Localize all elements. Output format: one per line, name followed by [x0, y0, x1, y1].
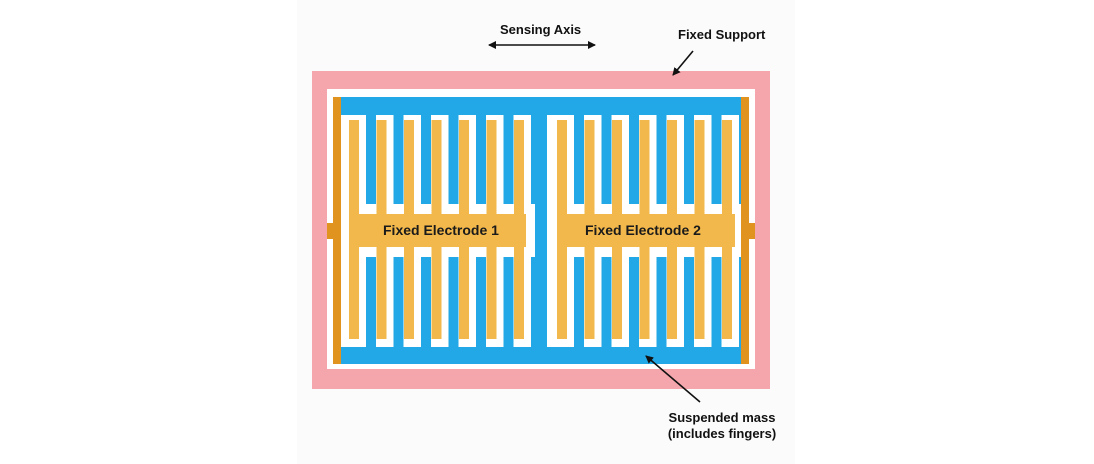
mass-finger-lower [476, 257, 486, 347]
electrode-1-finger-upper [376, 120, 387, 214]
electrode-2-finger-upper [722, 120, 732, 214]
suspended-mass-label: Suspended mass (includes fingers) [660, 410, 784, 442]
left-anchor-bar [333, 97, 341, 364]
electrode-2-finger-lower [557, 247, 567, 339]
electrode-2-finger-lower [612, 247, 622, 339]
mass-finger-lower [366, 257, 376, 347]
mass-finger-upper [448, 115, 459, 204]
mass-finger-lower [393, 257, 404, 347]
electrode-1-finger-lower [431, 247, 442, 339]
mass-finger-upper [656, 115, 667, 204]
electrode-2-finger-upper [557, 120, 567, 214]
suspended-mass-label-line2: (includes fingers) [667, 426, 777, 441]
electrode-2-finger-lower [639, 247, 650, 339]
mass-finger-lower [711, 257, 722, 347]
fixed-support-label: Fixed Support [678, 27, 766, 42]
electrode-1-finger-lower [486, 247, 497, 339]
electrode-1-finger-upper [459, 120, 469, 214]
suspended-mass-pointer [645, 355, 701, 403]
mass-finger-lower [574, 257, 584, 347]
electrode-2-finger-lower [584, 247, 595, 339]
electrode-1-finger-upper [431, 120, 442, 214]
mass-finger-upper [601, 115, 612, 204]
electrode-1-body [349, 214, 526, 247]
electrode-2-finger-lower [722, 247, 732, 339]
mass-finger-upper [531, 115, 541, 204]
left-anchor-tab [327, 223, 335, 239]
finger-group [349, 115, 749, 347]
mass-finger-upper [366, 115, 376, 204]
mass-finger-lower [448, 257, 459, 347]
right-anchor-tab [747, 223, 755, 239]
electrode-2-finger-upper [667, 120, 677, 214]
electrode-1-finger-lower [514, 247, 524, 339]
suspended-mass-label-line1: Suspended mass [668, 410, 776, 425]
fixed-support-pointer [672, 50, 694, 76]
mass-finger-lower [601, 257, 612, 347]
mass-finger-lower [531, 257, 541, 347]
mass-finger-upper [503, 115, 514, 204]
electrode-2-finger-upper [694, 120, 705, 214]
electrode-2-finger-upper [639, 120, 650, 214]
sensing-axis-label: Sensing Axis [500, 22, 582, 37]
mass-finger-lower [684, 257, 694, 347]
mass-finger-upper [711, 115, 722, 204]
mass-finger-upper [684, 115, 694, 204]
fixed-electrode-2-label: Fixed Electrode 2 [585, 222, 701, 238]
mass-finger-lower [421, 257, 431, 347]
electrode-1-finger-lower [349, 247, 359, 339]
right-anchor-bar [741, 97, 749, 364]
electrode-1-finger-lower [404, 247, 414, 339]
mass-finger-upper [476, 115, 486, 204]
mass-finger-upper [393, 115, 404, 204]
mass-finger-lower [656, 257, 667, 347]
mass-finger-upper [421, 115, 431, 204]
electrode-2-body [557, 214, 735, 247]
electrode-1-finger-lower [459, 247, 469, 339]
electrode-1-finger-lower [376, 247, 387, 339]
electrode-1-finger-upper [486, 120, 497, 214]
electrode-1-finger-upper [349, 120, 359, 214]
electrode-2-finger-upper [612, 120, 622, 214]
electrode-1-finger-upper [514, 120, 524, 214]
mass-finger-upper [629, 115, 639, 204]
electrode-2-finger-lower [667, 247, 677, 339]
electrode-2-finger-lower [694, 247, 705, 339]
fixed-electrode-1-label: Fixed Electrode 1 [383, 222, 499, 238]
mass-finger-lower [629, 257, 639, 347]
mass-finger-upper [574, 115, 584, 204]
mass-finger-lower [503, 257, 514, 347]
electrode-2-finger-upper [584, 120, 595, 214]
electrode-1-finger-upper [404, 120, 414, 214]
